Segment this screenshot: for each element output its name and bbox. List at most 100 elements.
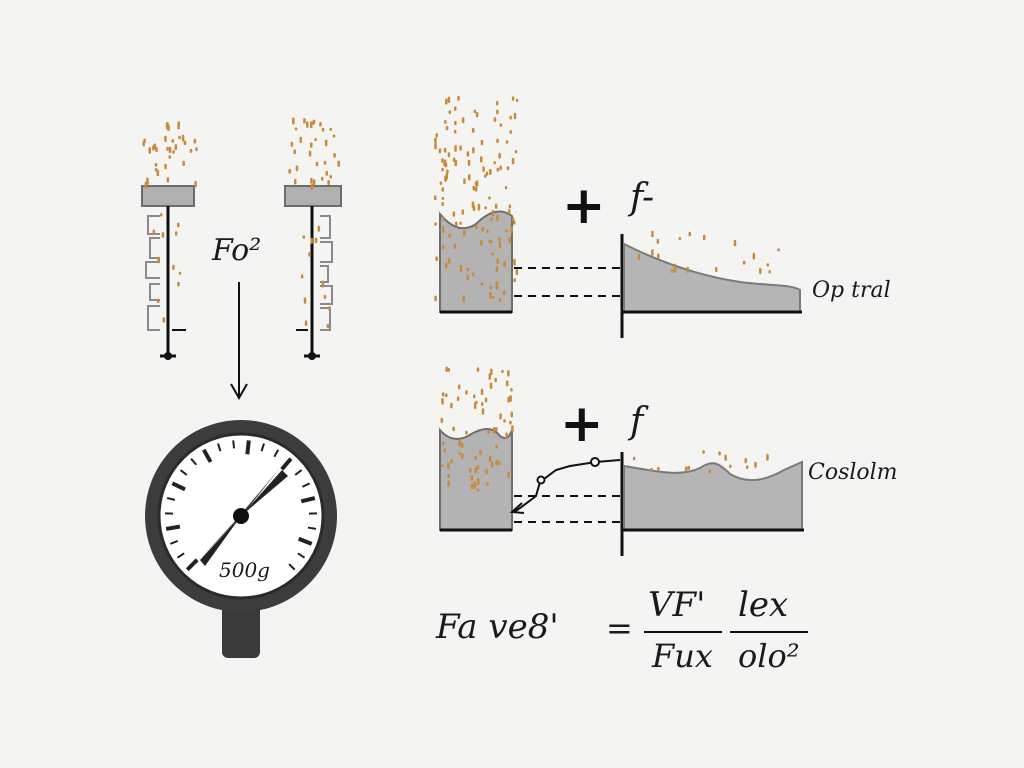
beaker-top (439, 210, 513, 314)
particle (485, 469, 488, 475)
particle (494, 203, 498, 209)
particle (324, 139, 328, 147)
particle (323, 294, 327, 299)
particle (507, 396, 510, 403)
pressure-gauge (145, 420, 337, 658)
particle (466, 274, 469, 281)
gauge-tick (280, 457, 293, 471)
particle (310, 183, 314, 191)
particle (489, 285, 492, 290)
particle (495, 266, 498, 273)
particle (465, 390, 468, 395)
particle (183, 140, 187, 145)
particle (299, 136, 302, 143)
particle (172, 150, 175, 154)
gauge-tick (273, 449, 280, 458)
particle (448, 233, 451, 238)
particle (480, 156, 483, 163)
particle (434, 295, 437, 302)
particle (463, 178, 466, 184)
particle (498, 241, 502, 248)
particle (434, 142, 437, 150)
particle (475, 225, 478, 229)
particle (174, 231, 178, 236)
particle (495, 427, 498, 432)
particle (485, 171, 489, 176)
gauge-tick (165, 524, 181, 531)
gauge-ticks (165, 440, 317, 572)
particle (494, 377, 497, 383)
particle (498, 237, 501, 242)
gauge-tick (232, 440, 236, 449)
particle (491, 210, 495, 217)
particle (496, 138, 499, 143)
particle (493, 117, 497, 122)
particle (754, 461, 757, 468)
particle (178, 271, 182, 275)
particle (473, 402, 477, 409)
particle (442, 441, 445, 446)
particle (477, 478, 480, 486)
particle (511, 157, 515, 165)
gauge-tick (185, 558, 199, 572)
particle (512, 220, 516, 225)
particle (673, 266, 677, 273)
particle (499, 413, 502, 420)
gauge-tick (190, 458, 198, 466)
gauge-tick (245, 440, 251, 455)
particle (453, 243, 457, 249)
particle (315, 161, 319, 167)
particle (498, 298, 502, 302)
particle (488, 239, 492, 243)
particle (454, 145, 457, 152)
particle (501, 369, 504, 373)
particle (447, 96, 451, 103)
particle (484, 206, 487, 210)
arrow-down (230, 282, 248, 401)
gauge-tick (179, 469, 188, 476)
particle (447, 368, 450, 372)
particle (441, 196, 445, 200)
particle (729, 464, 732, 468)
particle (718, 451, 721, 456)
particle (480, 282, 484, 286)
particle (459, 221, 462, 225)
particle (445, 393, 448, 398)
particle (159, 213, 163, 217)
particle (493, 427, 496, 434)
particle (156, 169, 160, 177)
particle (435, 133, 438, 138)
particle (476, 367, 480, 372)
particle (495, 280, 499, 287)
particle (452, 426, 455, 432)
particle (499, 123, 503, 127)
particle (509, 130, 512, 134)
particle (687, 465, 690, 470)
probe-left (141, 185, 195, 360)
particle (441, 187, 444, 192)
particle (438, 148, 442, 154)
particle (507, 471, 510, 479)
particle (480, 240, 483, 246)
particle (172, 264, 175, 270)
particle (491, 461, 494, 468)
particle (156, 256, 160, 260)
gauge-tick (217, 443, 222, 452)
particle (684, 466, 688, 472)
particle (686, 266, 689, 273)
particle (328, 306, 331, 311)
particle (310, 237, 313, 244)
particle (509, 115, 512, 120)
particle (469, 468, 472, 473)
particle (513, 278, 516, 283)
particle (481, 402, 484, 406)
particle (487, 430, 490, 434)
particle (458, 384, 461, 390)
particle (502, 290, 506, 296)
particle (715, 267, 718, 272)
particle (495, 459, 498, 466)
particle (441, 202, 444, 206)
particle (162, 317, 165, 323)
particle (466, 267, 469, 271)
gauge-tick (297, 536, 313, 546)
